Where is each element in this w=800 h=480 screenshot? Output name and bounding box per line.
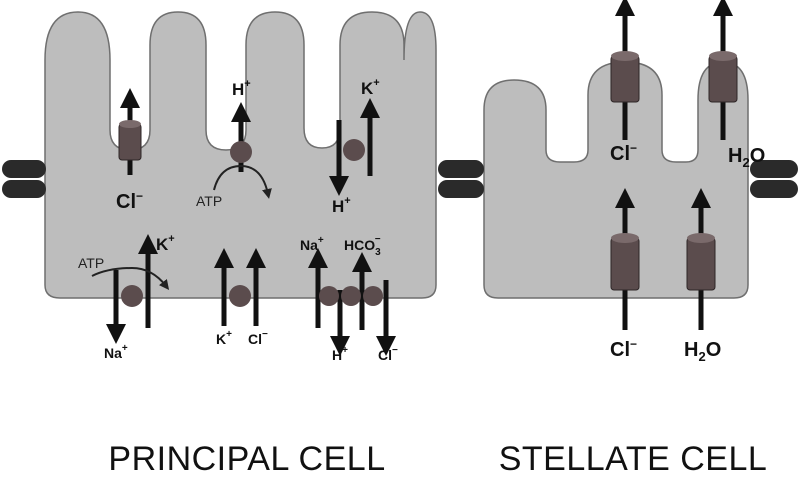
stellate-cell-title: STELLATE CELL [499, 440, 768, 478]
principal-cell-title: PRINCIPAL CELL [108, 440, 385, 478]
principal-cotransporter-k-label: K+ [216, 329, 232, 347]
junction-left [2, 160, 46, 198]
principal-proton-label: H+ [232, 78, 251, 99]
principal-na-k-pump-na-label: Na+ [104, 343, 128, 361]
stellate-apical-water-label: H2O [728, 145, 765, 170]
principal-kcl-cotransporter [214, 248, 266, 326]
principal-exchanger-hco3-label: HCO3− [344, 234, 381, 258]
stellate-basal-aquaporin [686, 188, 716, 330]
principal-na-k-pump [91, 234, 170, 344]
junction-middle [438, 160, 484, 198]
principal-kh-exchanger [329, 98, 380, 196]
principal-proton-pump-atp: ATP [196, 193, 222, 209]
principal-nhcl-exchanger [308, 248, 396, 356]
stellate-basal-water-label: H2O [684, 339, 721, 364]
principal-exchanger-h-out-label: H+ [332, 345, 348, 363]
stellate-apical-aquaporin [708, 0, 738, 140]
stellate-basal-cl-channel [610, 188, 640, 330]
principal-exchanger-h-label: H+ [332, 195, 351, 216]
principal-na-k-pump-atp: ATP [78, 255, 104, 271]
principal-exchanger-na-label: Na+ [300, 235, 324, 253]
principal-apical-cl-label: Cl− [116, 189, 143, 213]
principal-cotransporter-cl-label: Cl− [248, 329, 268, 347]
principal-exchanger-k-label: K+ [361, 77, 380, 98]
principal-na-k-pump-k-label: K+ [156, 233, 175, 254]
stellate-cell-body [483, 61, 749, 299]
principal-exchanger-cl-out-label: Cl− [378, 345, 398, 363]
stellate-basal-cl-label: Cl− [610, 337, 637, 361]
stellate-apical-cl-channel [610, 0, 640, 140]
principal-proton-pump [213, 102, 272, 199]
principal-apical-cl-channel [118, 88, 142, 175]
junction-right [750, 160, 798, 198]
stellate-apical-cl-label: Cl− [610, 141, 637, 165]
